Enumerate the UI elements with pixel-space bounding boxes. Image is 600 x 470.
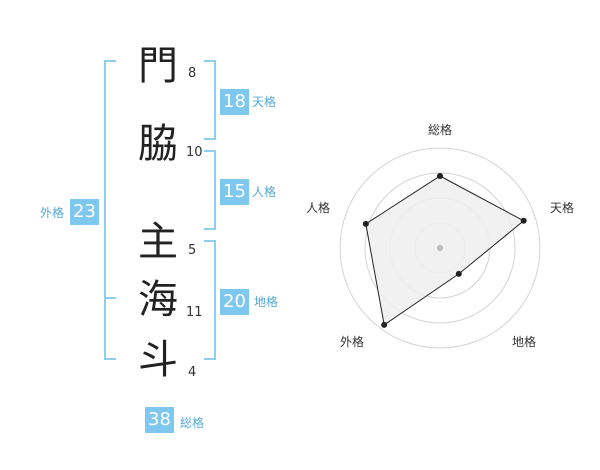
radar-point-5: [362, 220, 369, 227]
stroke-count-2: 10: [186, 145, 203, 160]
soukaku-badge: 38: [145, 407, 174, 433]
radar-point-2: [520, 217, 527, 224]
gaikaku-bracket-tick: [104, 297, 116, 299]
stroke-count-3: 5: [188, 243, 197, 258]
gaikaku-badge: 23: [70, 199, 99, 225]
radar-axis-label-jinkaku: 人格: [305, 201, 330, 215]
stroke-count-5: 4: [188, 365, 197, 380]
chikaku-badge: 20: [220, 289, 249, 315]
jinkaku-label: 人格: [252, 185, 277, 199]
radar-point-1: [437, 173, 443, 179]
chikaku-bracket: [204, 240, 216, 360]
stroke-count-1: 8: [188, 66, 197, 81]
radar-point-4: [381, 321, 388, 328]
radar-axis-label-soukaku: 総格: [427, 123, 452, 137]
stroke-count-4: 11: [186, 305, 203, 320]
tenkaku-bracket: [204, 60, 216, 140]
radar-axis-label-tenkaku: 天格: [549, 201, 574, 215]
radar-axis-label-gaikaku: 外格: [339, 335, 364, 349]
soukaku-label: 総格: [180, 416, 205, 430]
chikaku-label: 地格: [254, 295, 279, 309]
gaikaku-bracket: [104, 60, 116, 360]
name-char-4: 海: [138, 277, 178, 323]
name-char-3: 主: [138, 219, 178, 265]
name-char-5: 斗: [138, 337, 178, 383]
tenkaku-label: 天格: [252, 95, 277, 109]
radar-center-dot: [437, 245, 443, 251]
gaikaku-label: 外格: [40, 206, 65, 220]
radar-points: [362, 173, 527, 328]
radar-polygon: [365, 175, 525, 326]
name-char-2: 脇: [138, 121, 178, 167]
name-char-1: 門: [138, 43, 178, 89]
jinkaku-bracket: [204, 150, 216, 230]
jinkaku-badge: 15: [220, 179, 249, 205]
tenkaku-badge: 18: [220, 89, 249, 115]
radar-point-3: [455, 270, 462, 277]
radar-axis-label-chikaku: 地格: [511, 335, 536, 349]
radar-ring: [339, 147, 541, 349]
